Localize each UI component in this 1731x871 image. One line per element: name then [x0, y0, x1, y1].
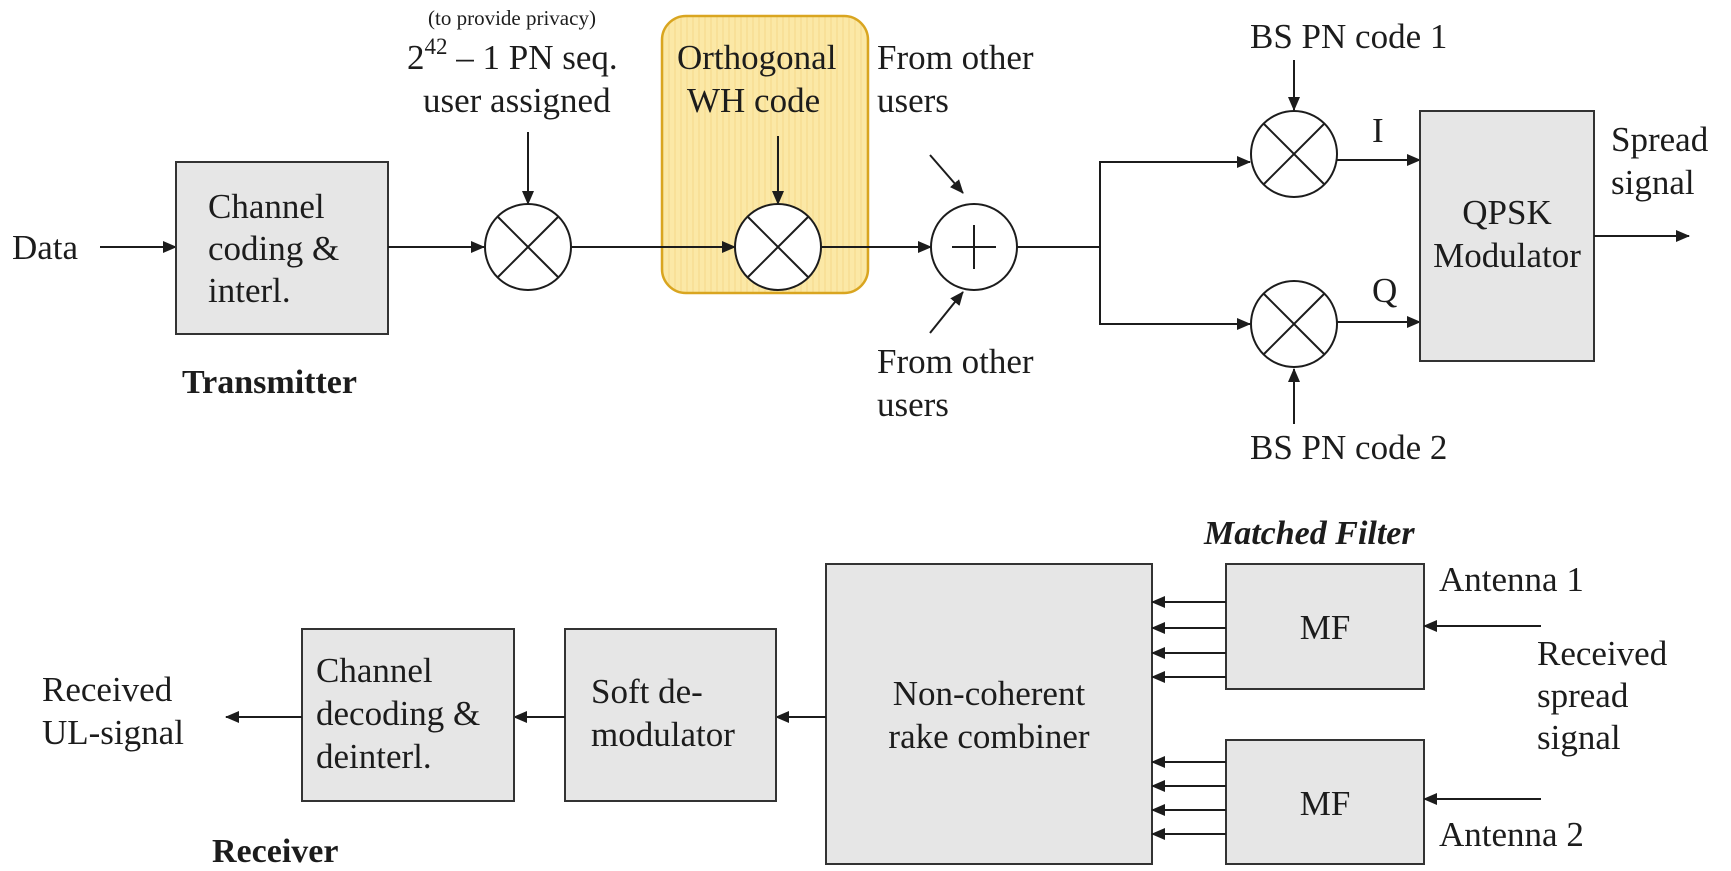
- soft-demod-line-2: modulator: [591, 715, 735, 754]
- received-spread-line-2: spread: [1537, 676, 1629, 715]
- split-to-i-mixer-arrow: [1099, 156, 1251, 247]
- receiver-section: Matched Filter Non-coherent rake combiner…: [42, 515, 1668, 870]
- received-ul-line-2: UL-signal: [42, 713, 184, 752]
- other-users-bottom-arrow: [929, 291, 964, 334]
- receiver-label: Receiver: [212, 833, 338, 870]
- antenna-1-label: Antenna 1: [1439, 560, 1584, 599]
- user-pn-multiplier: [484, 203, 572, 291]
- transmitter-label: Transmitter: [182, 364, 357, 401]
- other-users-bottom-line-2: users: [877, 385, 949, 424]
- bs-pn-code-2-label: BS PN code 2: [1250, 428, 1447, 467]
- rake-line-2: rake combiner: [888, 717, 1089, 756]
- channel-decoding-line-1: Channel: [316, 651, 433, 690]
- data-input-label: Data: [12, 228, 79, 267]
- received-spread-line-3: signal: [1537, 718, 1621, 757]
- mf-1-box: [1225, 563, 1425, 690]
- other-users-top-arrow: [929, 154, 964, 194]
- q-branch-multiplier: [1250, 280, 1338, 368]
- pn-seq-exponent: 42: [425, 34, 448, 59]
- pn-seq-line-2: user assigned: [423, 81, 611, 120]
- mf-2-finger-arrows: [1151, 756, 1226, 840]
- channel-coding-line-1: Channel: [208, 187, 325, 226]
- received-spread-line-1: Received: [1537, 634, 1668, 673]
- summer: [930, 203, 1018, 291]
- spread-signal-line-2: signal: [1611, 163, 1695, 202]
- rake-combiner-box: [825, 563, 1153, 865]
- qpsk-line-1: QPSK: [1462, 193, 1551, 232]
- privacy-note: (to provide privacy): [428, 6, 596, 30]
- antenna-2-label: Antenna 2: [1439, 815, 1584, 854]
- bs-pn-code-1-label: BS PN code 1: [1250, 17, 1447, 56]
- other-users-top-line-2: users: [877, 81, 949, 120]
- wh-code-line-1: Orthogonal: [677, 38, 837, 77]
- channel-decoding-line-3: deinterl.: [316, 737, 432, 776]
- mf-2-label: MF: [1300, 784, 1351, 823]
- qpsk-modulator-box: [1419, 110, 1595, 362]
- channel-coding-box: [175, 161, 389, 335]
- soft-demodulator-box: [564, 628, 777, 802]
- other-users-bottom-line-1: From other: [877, 342, 1034, 381]
- channel-decoding-line-2: decoding &: [316, 694, 480, 733]
- matched-filter-heading: Matched Filter: [1203, 515, 1415, 552]
- wh-code-highlight: [660, 14, 870, 295]
- channel-coding-line-2: coding &: [208, 229, 339, 268]
- svg-text:Soft de-modulator: Soft de-modulator: [591, 672, 735, 754]
- mf-1-finger-arrows: [1151, 596, 1226, 683]
- rake-line-1: Non-coherent: [893, 674, 1086, 713]
- soft-demod-line-1: Soft de-: [591, 672, 703, 711]
- received-ul-line-1: Received: [42, 670, 173, 709]
- channel-coding-line-3: interl.: [208, 271, 291, 310]
- split-to-q-mixer-arrow: [1099, 247, 1251, 330]
- i-branch-label: I: [1372, 111, 1384, 150]
- spread-signal-line-1: Spread: [1611, 120, 1709, 159]
- pn-seq-base: 2: [407, 38, 425, 77]
- pn-seq-rest: – 1 PN seq.: [448, 38, 618, 77]
- svg-text:242 – 1 PN seq.: 242 – 1 PN seq.: [407, 34, 618, 77]
- wh-code-line-2: WH code: [687, 81, 820, 120]
- i-branch-multiplier: [1250, 110, 1338, 198]
- qpsk-line-2: Modulator: [1433, 236, 1581, 275]
- channel-decoding-box: [301, 628, 515, 802]
- mf-1-label: MF: [1300, 608, 1351, 647]
- other-users-top-line-1: From other: [877, 38, 1034, 77]
- wh-code-multiplier: [734, 203, 822, 291]
- q-branch-label: Q: [1372, 271, 1397, 310]
